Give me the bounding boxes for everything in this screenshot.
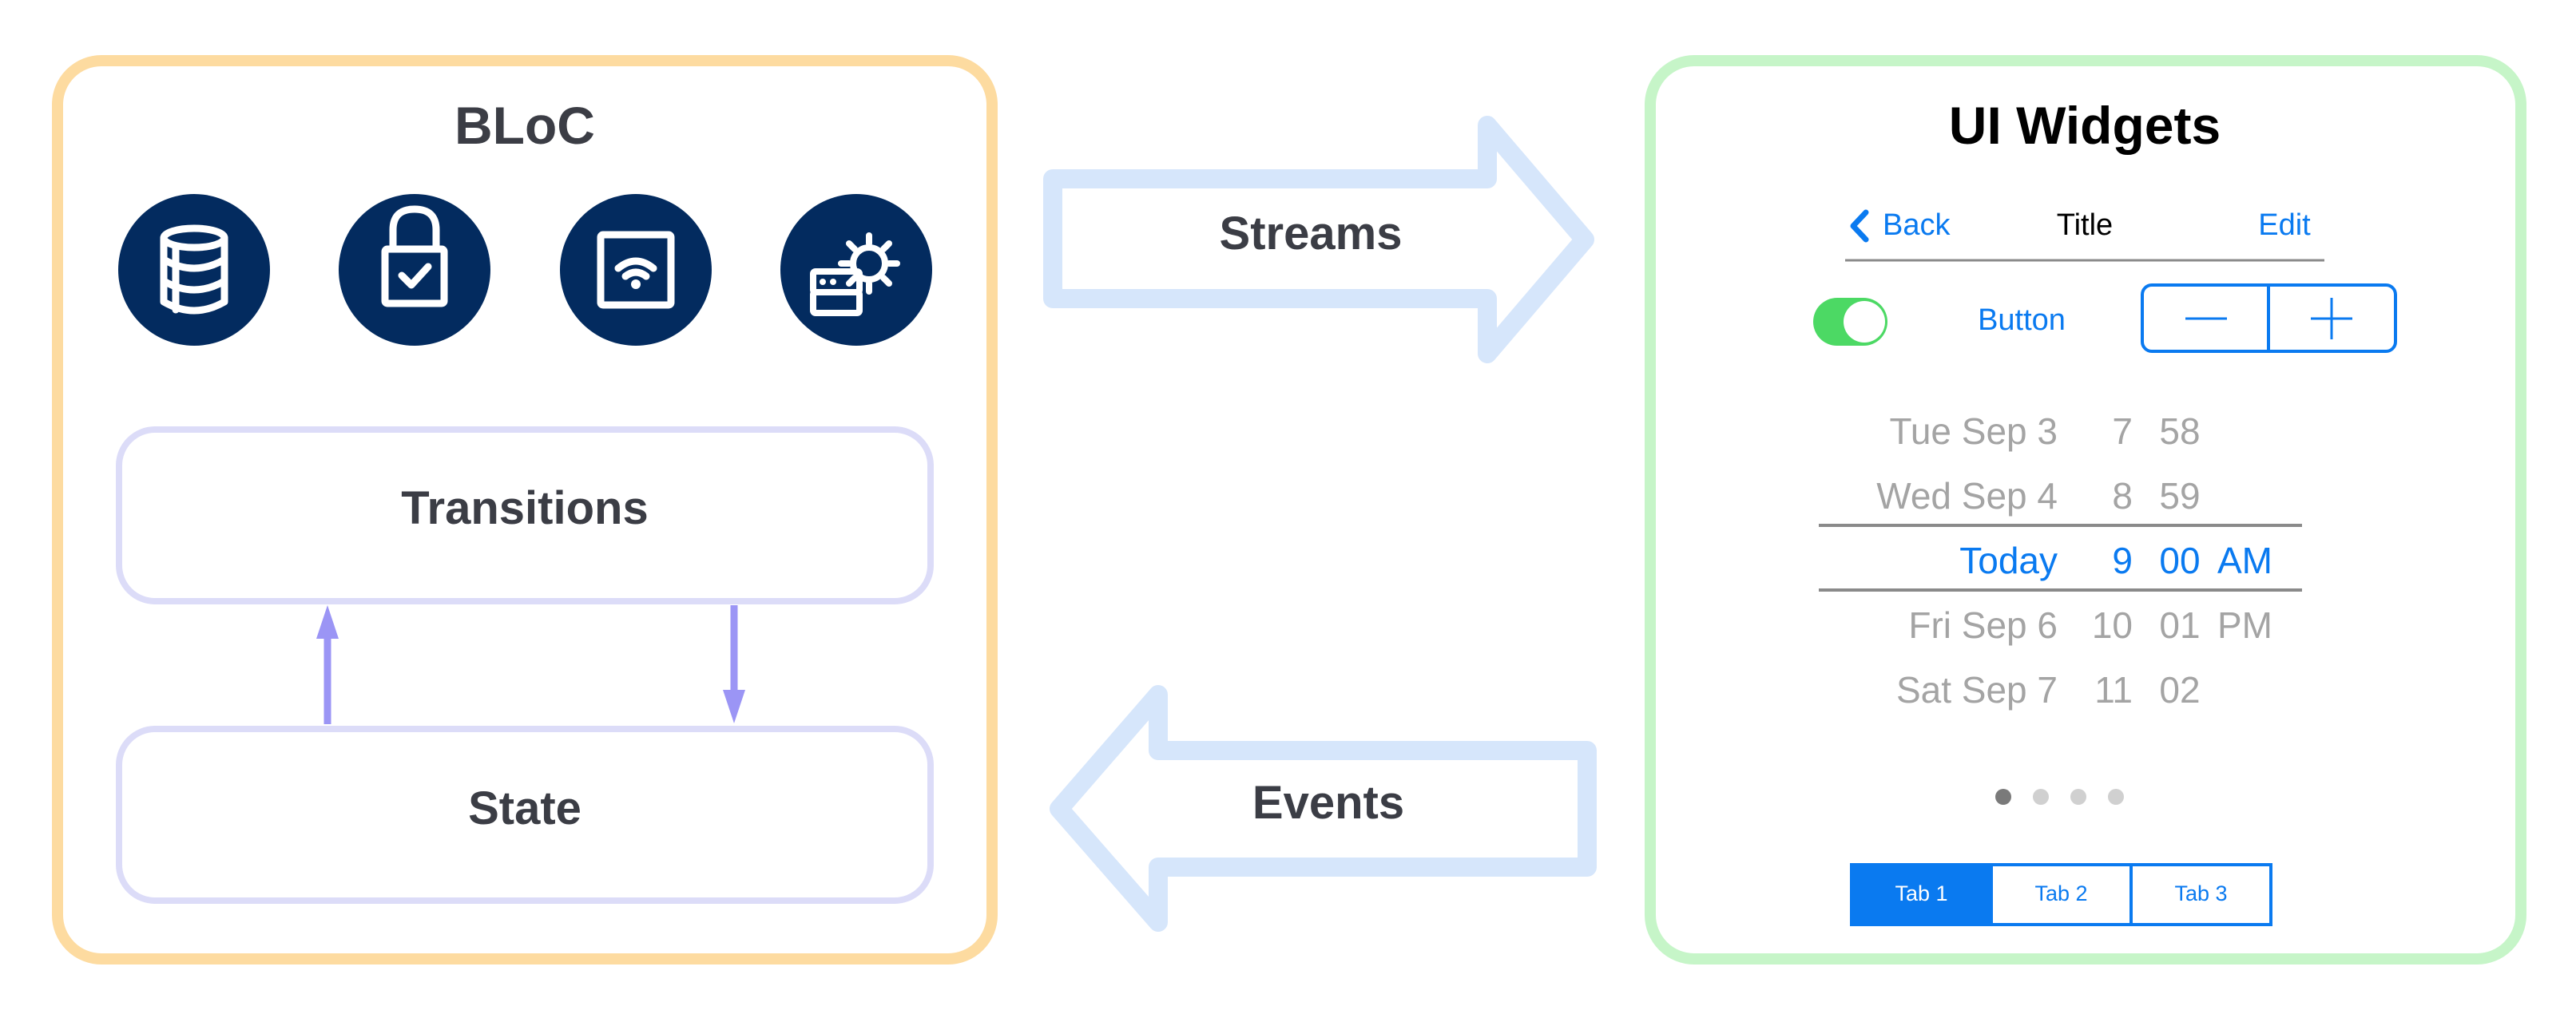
plus-icon bbox=[2311, 298, 2352, 339]
bloc-title: BLoC bbox=[454, 96, 595, 155]
tab-3[interactable]: Tab 3 bbox=[2129, 863, 2272, 926]
picker-date: Today bbox=[1959, 540, 2058, 581]
back-button[interactable]: Back bbox=[1850, 208, 1951, 243]
wifi-device-icon bbox=[560, 194, 712, 346]
picker-row-selected[interactable]: Today 9 00 AM bbox=[1959, 540, 2272, 581]
picker-hour: 7 bbox=[2112, 410, 2133, 452]
events-arrow: Events bbox=[1050, 685, 1597, 932]
stepper-minus-button[interactable] bbox=[2144, 287, 2267, 350]
stepper bbox=[2141, 283, 2397, 353]
picker-date: Wed Sep 4 bbox=[1876, 475, 2058, 517]
streams-arrow: Streams bbox=[1043, 116, 1594, 363]
streams-label: Streams bbox=[1220, 208, 1403, 259]
transitions-to-state-arrow bbox=[723, 605, 745, 723]
picker-hour: 9 bbox=[2112, 540, 2133, 581]
picker-row[interactable]: Tue Sep 3 7 58 bbox=[1889, 410, 2200, 452]
page-dot[interactable] bbox=[1995, 789, 2011, 805]
picker-hour: 8 bbox=[2112, 475, 2133, 517]
picker-minute: 01 bbox=[2159, 604, 2200, 646]
tab-label: Tab 1 bbox=[1895, 881, 1947, 905]
page-dot[interactable] bbox=[2070, 789, 2086, 805]
picker-hour: 10 bbox=[2092, 604, 2133, 646]
nav-bar: Back Title Edit bbox=[1845, 208, 2324, 262]
state-box bbox=[116, 726, 934, 904]
picker-ampm: PM bbox=[2217, 604, 2272, 646]
stepper-plus-button[interactable] bbox=[2270, 287, 2394, 350]
picker-minute: 59 bbox=[2159, 475, 2200, 517]
nav-title: Title bbox=[2057, 208, 2113, 242]
lock-check-icon bbox=[339, 194, 490, 346]
picker-row[interactable]: Wed Sep 4 8 59 bbox=[1876, 475, 2200, 517]
database-icon bbox=[118, 194, 270, 346]
picker-date: Fri Sep 6 bbox=[1908, 604, 2058, 646]
page-dot[interactable] bbox=[2033, 789, 2049, 805]
toggle-switch[interactable] bbox=[1813, 298, 1887, 346]
state-label: State bbox=[468, 782, 581, 834]
page-control[interactable] bbox=[1995, 789, 2124, 805]
picker-minute: 02 bbox=[2159, 669, 2200, 711]
picker-date: Tue Sep 3 bbox=[1889, 410, 2058, 452]
tab-bar: Tab 1 Tab 2 Tab 3 bbox=[1850, 863, 2272, 926]
transitions-box bbox=[116, 426, 934, 604]
picker-date: Sat Sep 7 bbox=[1896, 669, 2058, 711]
tab-1[interactable]: Tab 1 bbox=[1850, 863, 1993, 926]
picker-hour: 11 bbox=[2094, 669, 2133, 711]
picker-minute: 00 bbox=[2159, 540, 2200, 581]
tab-2[interactable]: Tab 2 bbox=[1990, 863, 2133, 926]
events-label: Events bbox=[1252, 777, 1404, 829]
page-dot[interactable] bbox=[2108, 789, 2124, 805]
text-button[interactable]: Button bbox=[1978, 303, 2066, 337]
state-to-transitions-arrow bbox=[316, 605, 339, 724]
tab-label: Tab 2 bbox=[2034, 881, 2087, 905]
ui-widgets-title: UI Widgets bbox=[1949, 96, 2221, 155]
picker-minute: 58 bbox=[2159, 410, 2200, 452]
edit-button[interactable]: Edit bbox=[2258, 208, 2311, 242]
back-label: Back bbox=[1883, 208, 1951, 242]
transitions-label: Transitions bbox=[401, 482, 648, 534]
gear-servers-icon bbox=[780, 194, 932, 346]
picker-ampm: AM bbox=[2217, 540, 2272, 581]
picker-row[interactable]: Sat Sep 7 11 02 bbox=[1896, 669, 2201, 711]
ui-widgets-panel bbox=[1645, 55, 2526, 965]
picker-row[interactable]: Fri Sep 6 10 01 PM bbox=[1908, 604, 2272, 646]
tab-label: Tab 3 bbox=[2174, 881, 2227, 905]
chevron-left-icon bbox=[1850, 209, 1869, 243]
